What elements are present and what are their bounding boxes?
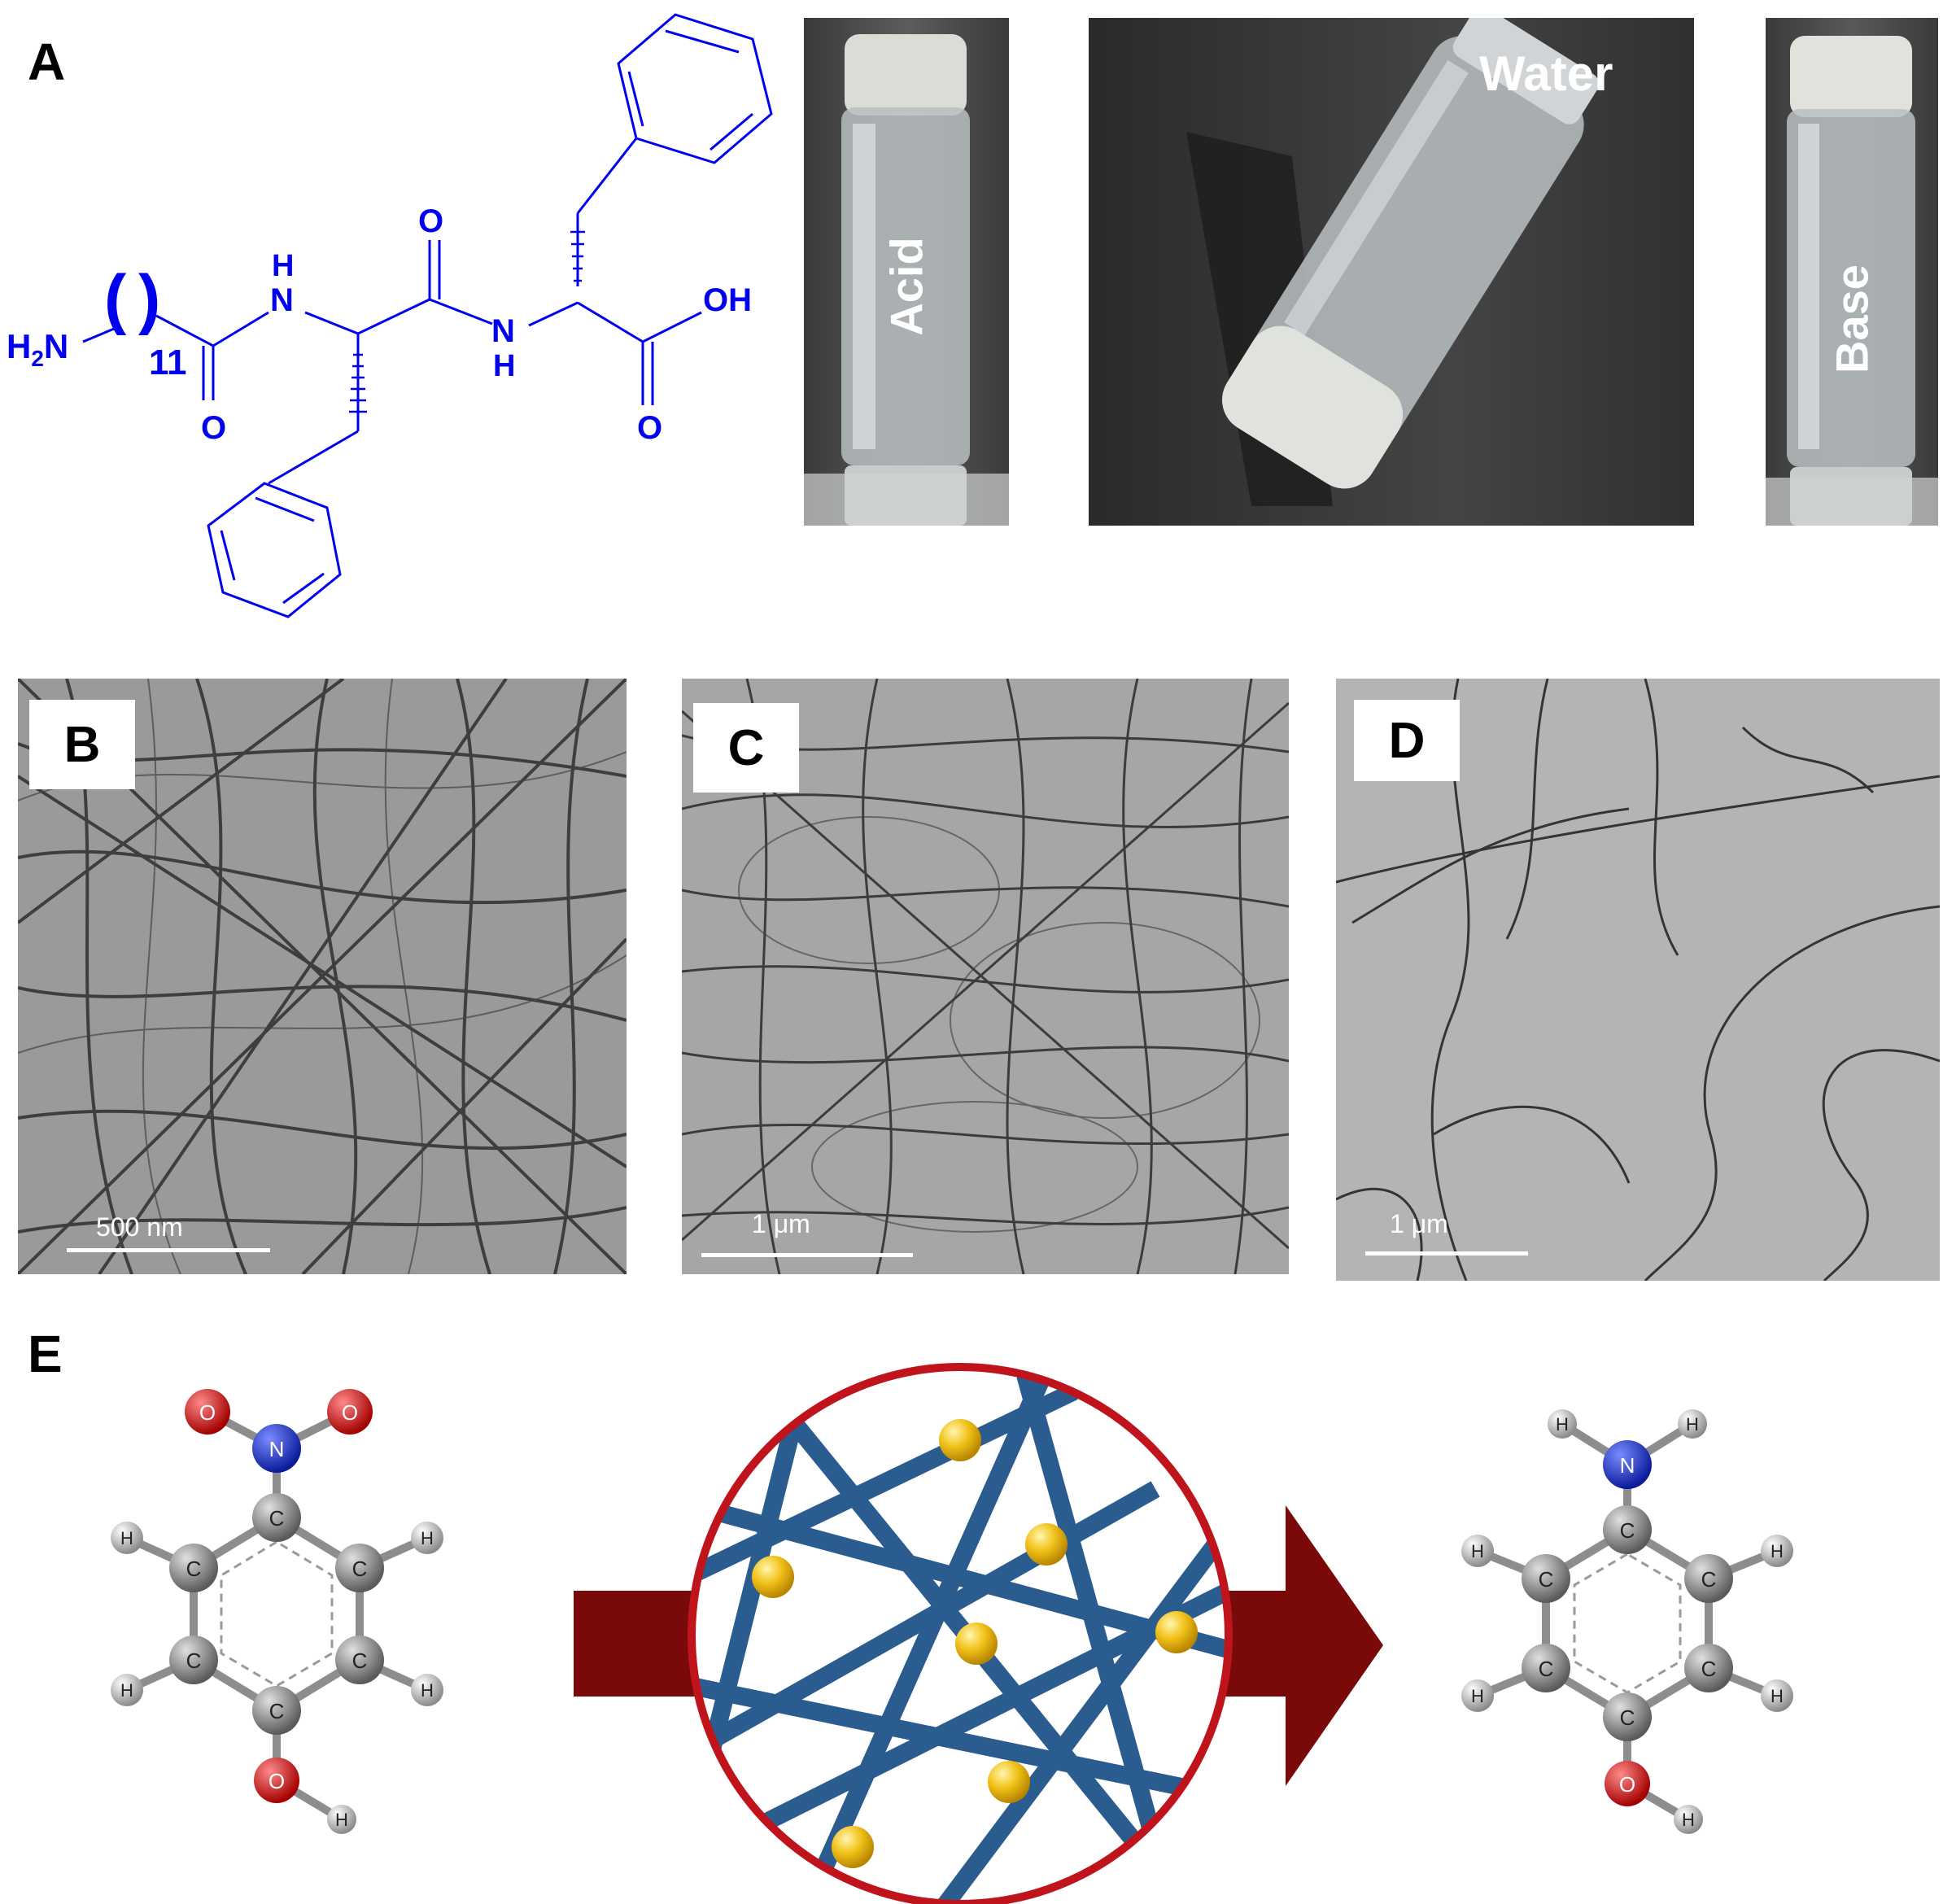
scale-bar-c <box>701 1253 913 1257</box>
acid-oh: OH <box>703 282 752 318</box>
nh1-n: N <box>270 282 294 318</box>
svg-text:C: C <box>186 1649 202 1673</box>
panel-label-e: E <box>28 1325 63 1383</box>
nh2-h: H <box>493 349 515 383</box>
tem-image-d: D 1 μm <box>1336 679 1940 1281</box>
svg-text:C: C <box>269 1699 285 1723</box>
svg-text:H: H <box>1682 1810 1695 1830</box>
svg-text:C: C <box>1539 1657 1554 1681</box>
scale-label-d: 1 μm <box>1390 1209 1448 1238</box>
svg-text:H: H <box>120 1680 133 1701</box>
vial-shape-base <box>1766 36 1938 526</box>
acid-o: O <box>637 410 662 446</box>
svg-text:O: O <box>269 1769 285 1793</box>
svg-text:H: H <box>1471 1686 1484 1706</box>
svg-text:C: C <box>1701 1657 1717 1681</box>
fiber-mesh <box>692 1367 1229 1904</box>
h2n-label: H2N <box>7 327 68 371</box>
panel-label-c: C <box>693 703 799 793</box>
svg-text:H: H <box>1471 1541 1484 1561</box>
svg-text:O: O <box>199 1400 216 1425</box>
svg-text:H: H <box>1556 1414 1569 1435</box>
svg-text:H: H <box>421 1528 434 1548</box>
svg-text:N: N <box>1620 1453 1635 1478</box>
svg-text:C: C <box>352 1649 368 1673</box>
svg-text:N: N <box>269 1437 285 1461</box>
svg-text:(: ( <box>104 262 127 336</box>
acid-label: Acid <box>880 237 932 336</box>
tem-image-c: C 1 μm <box>682 679 1289 1274</box>
photo-acid-vial: Acid <box>804 18 1009 526</box>
svg-text:C: C <box>352 1557 368 1581</box>
svg-text:H: H <box>1771 1541 1784 1561</box>
nh1-h: H <box>272 249 294 283</box>
svg-text:C: C <box>1701 1567 1717 1592</box>
svg-text:C: C <box>186 1557 202 1581</box>
repeat-count: 11 <box>149 343 187 382</box>
svg-text:C: C <box>269 1506 285 1531</box>
photo-base-vial: Base <box>1766 18 1938 526</box>
aminophenol-molecule: H H N C C C C C C O H H H H H <box>1461 1409 1793 1834</box>
scale-label-b: 500 nm <box>96 1212 183 1242</box>
svg-text:H: H <box>120 1528 133 1548</box>
svg-text:H: H <box>1771 1686 1784 1706</box>
scale-bar-b <box>67 1248 270 1252</box>
vial-shape-acid <box>804 34 1009 526</box>
tem-image-b: B 500 nm <box>18 679 627 1274</box>
peptide-structure: ( ) H2N 11 H N O O N H O OH <box>7 13 773 618</box>
base-label: Base <box>1826 264 1878 373</box>
arrow-head <box>1220 1505 1383 1786</box>
gold-particles <box>752 1419 1198 1868</box>
vial-shape-water <box>1186 7 1599 506</box>
scale-bar-d <box>1365 1251 1528 1256</box>
svg-text:O: O <box>1619 1772 1635 1797</box>
nh2-n: N <box>491 313 515 349</box>
svg-text:C: C <box>1620 1705 1635 1730</box>
panel-label-a: A <box>28 33 66 91</box>
nitrophenol-molecule: O O N C C C C C C O H H H H H <box>111 1389 443 1834</box>
svg-text:H: H <box>1686 1414 1699 1435</box>
svg-text:H: H <box>335 1810 348 1830</box>
svg-text:C: C <box>1539 1567 1554 1592</box>
reaction-arrow <box>574 1363 1383 1904</box>
panel-label-d: D <box>1354 700 1460 781</box>
photo-water-vial: Water <box>1089 7 1694 526</box>
panel-label-b: B <box>29 700 135 789</box>
svg-text:C: C <box>1620 1518 1635 1543</box>
scale-label-c: 1 μm <box>752 1209 810 1238</box>
svg-text:O: O <box>342 1400 358 1425</box>
water-label: Water <box>1479 46 1613 101</box>
svg-text:): ) <box>138 262 160 336</box>
amide2-o: O <box>418 203 443 239</box>
svg-text:H: H <box>421 1680 434 1701</box>
amide1-o: O <box>201 410 226 446</box>
